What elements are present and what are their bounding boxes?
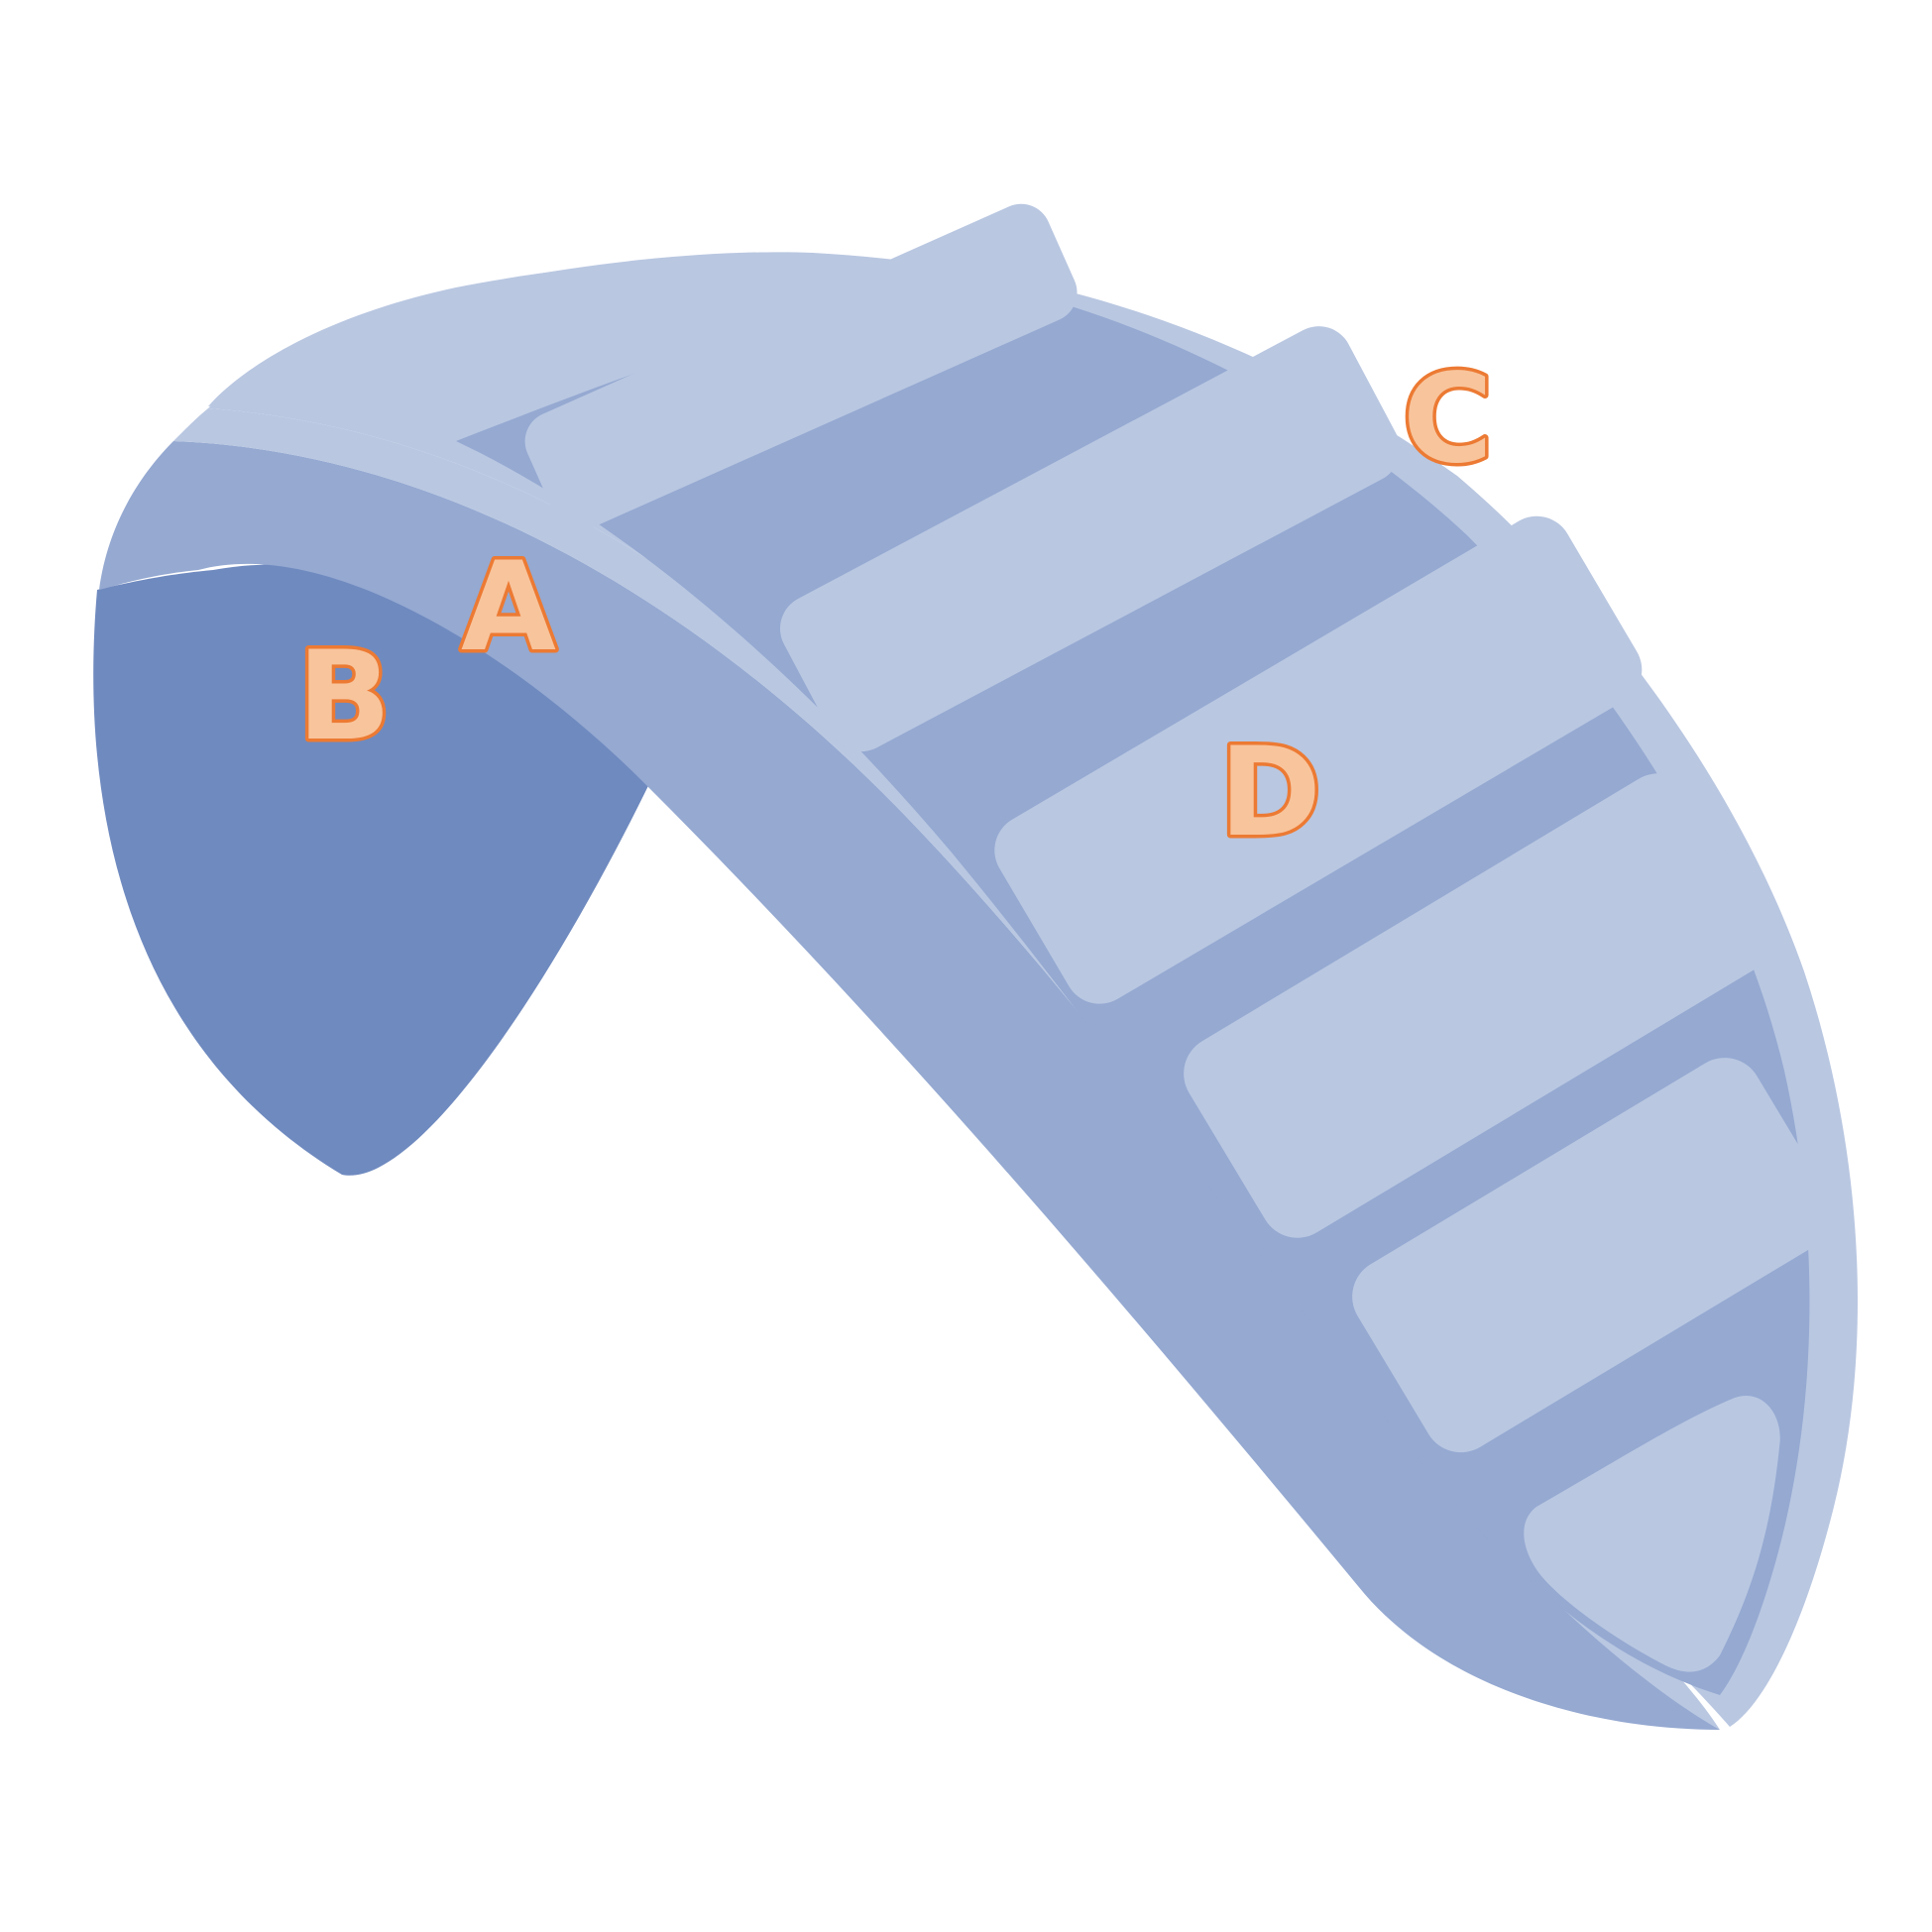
label-b: B — [297, 625, 392, 768]
canopy-panel-0 — [208, 259, 917, 439]
label-a: A — [461, 536, 556, 679]
canopy-cell-4 — [1184, 773, 1772, 1238]
leading-edge-band — [99, 441, 1720, 1730]
label-c: C — [1403, 348, 1493, 491]
canopy-cell-3 — [994, 515, 1643, 1004]
kite-underside — [93, 564, 660, 1176]
canopy-cell-5 — [1352, 1058, 1834, 1453]
canopy-cell-1 — [524, 203, 1078, 530]
canopy-cell-2 — [779, 326, 1401, 752]
label-d: D — [1219, 722, 1321, 864]
canopy-cell-6 — [1524, 1396, 1780, 1672]
